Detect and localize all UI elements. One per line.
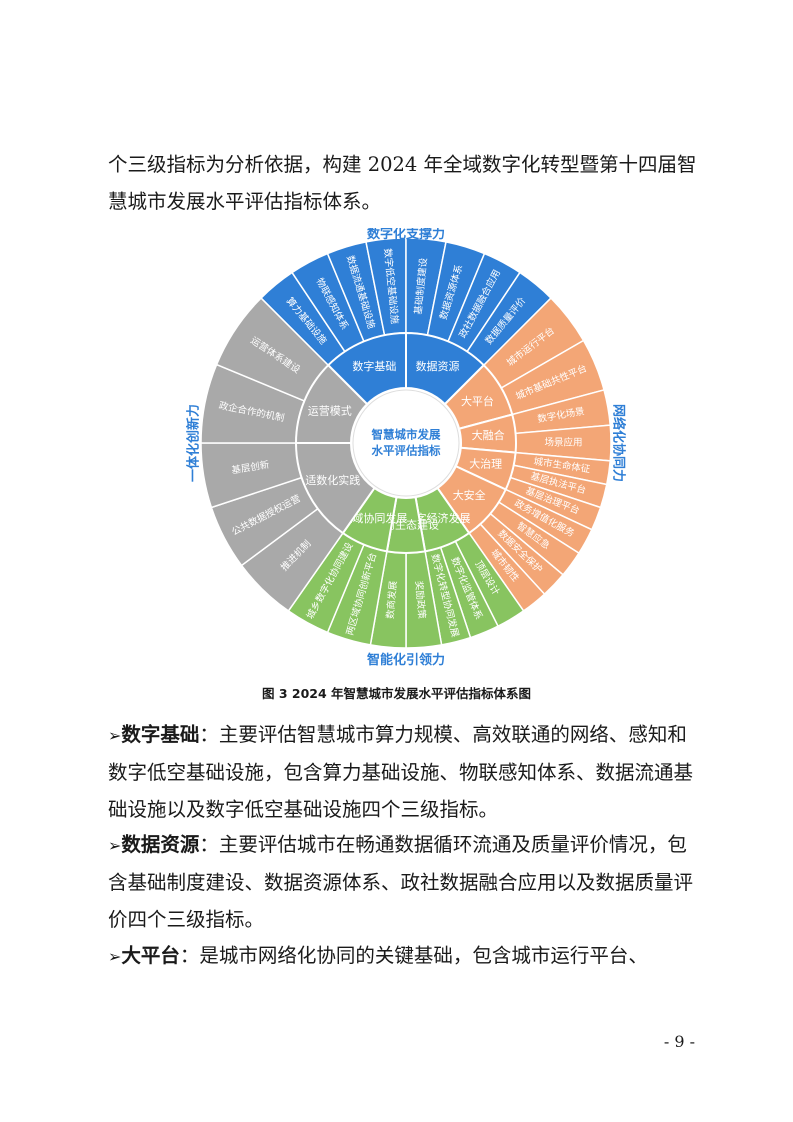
paragraph-digital-infrastructure: ➢数字基础：主要评估智慧城市算力规模、高效联通的网络、感知和数字低空基础设施，包… [108,716,698,828]
level2-label: 区域协同发展 [341,511,407,525]
group-label-left: 一体化创新力 [186,404,202,482]
level3-label: 基础制度建设 [412,257,430,315]
group-label-bottom: 智能化引领力 [367,652,445,668]
paragraph-body: ：是城市网络化协同的关键基础，包含城市运行平台、 [179,944,648,967]
level3-label: 数商发展 [384,580,399,619]
group-label-top: 数字化支撑力 [367,228,445,242]
level2-label: 数字经济发展 [405,511,471,525]
level2-label: 运营模式 [308,403,352,417]
arrow-bullet-icon: ➢ [108,836,122,855]
figure-caption: 图 3 2024 年智慧城市发展水平评估指标体系图 [261,686,532,701]
level2-label: 大平台 [461,394,494,408]
level2-label: 数据资源 [416,359,460,373]
intro-paragraph: 个三级指标为分析依据，构建 2024 年全域数字化转型暨第十四届智慧城市发展水平… [108,153,697,213]
paragraph-title: 大平台 [121,944,180,967]
level2-label: 数字基础 [352,359,396,373]
arrow-bullet-icon: ➢ [108,947,122,966]
level2-label: 大安全 [453,488,486,502]
level2-label: 大治理 [469,456,502,470]
level3-label: 场景应用 [544,437,582,449]
indicator-wheel-diagram: 算力基础设施物联感知体系数据流通基础设施数字低空基础设施基础制度建设数据资源体系… [186,228,626,668]
center-label: 水平评估指标 [372,444,441,458]
arrow-bullet-icon: ➢ [108,726,122,745]
level2-ring: 数字基础数据资源大平台大融合大治理大安全数字经济发展数商生态建设区域协同发展适数… [294,331,517,554]
level3-label: 奖励政策 [413,580,428,619]
level2-label: 大融合 [472,428,505,442]
center-hub: 智慧城市发展水平评估指标 [352,389,460,497]
page-number: - 9 - [663,1032,695,1051]
center-circle [352,389,460,497]
paragraph-title: 数据资源 [121,833,200,856]
paragraph-title: 数字基础 [121,723,200,746]
level2-sector [294,363,369,444]
center-label: 智慧城市发展 [372,428,441,442]
paragraph-big-platform: ➢大平台：是城市网络化协同的关键基础，包含城市运行平台、 [108,937,698,975]
group-label-right: 网络化协同力 [611,404,627,482]
level2-label: 适数化实践 [305,473,360,487]
paragraph-body: ：主要评估城市在畅通数据循环流通及质量评价情况，包含基础制度建设、数据资源体系、… [108,833,694,931]
level3-ring: 算力基础设施物联感知体系数据流通基础设施数字低空基础设施基础制度建设数据资源体系… [200,237,612,649]
paragraph-body: ：主要评估智慧城市算力规模、高效联通的网络、感知和数字低空基础设施，包含算力基础… [108,723,694,821]
paragraph-data-resources: ➢数据资源：主要评估城市在畅通数据循环流通及质量评价情况，包含基础制度建设、数据… [108,826,698,938]
